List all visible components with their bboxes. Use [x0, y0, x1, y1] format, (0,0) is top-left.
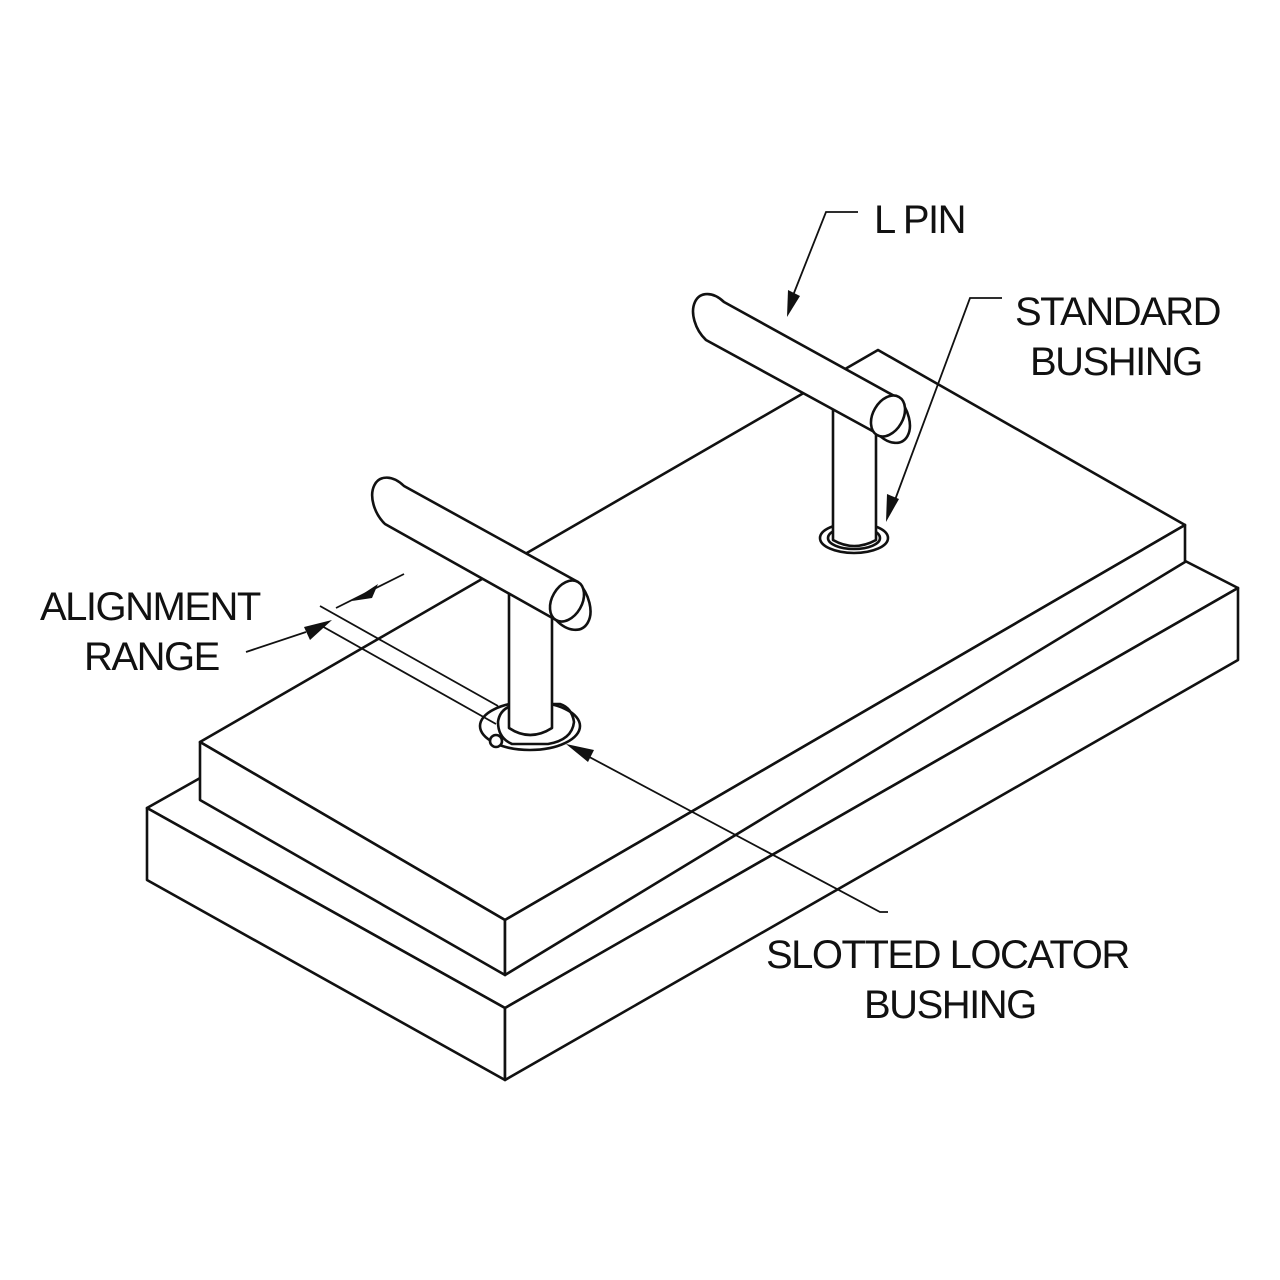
- label-standard-bushing-line2: BUSHING: [1030, 340, 1202, 384]
- l-pin-left: [370, 476, 592, 737]
- alignment-range-lines: [245, 573, 499, 725]
- label-l-pin: L PIN: [874, 198, 965, 242]
- l-pin-leader: [787, 211, 858, 317]
- label-slotted-locator-line1: SLOTTED LOCATOR: [766, 933, 1129, 977]
- standard-bushing-leader: [886, 297, 1002, 522]
- label-slotted-locator-line2: BUSHING: [864, 983, 1036, 1027]
- l-pin-right: [691, 292, 912, 548]
- upper-plate: [198, 348, 1187, 977]
- label-standard-bushing-line1: STANDARD: [1015, 290, 1220, 334]
- slotted-locator-leader: [566, 744, 888, 913]
- label-alignment-range-line2: RANGE: [84, 635, 219, 679]
- label-alignment-range-line1: ALIGNMENT: [40, 585, 261, 629]
